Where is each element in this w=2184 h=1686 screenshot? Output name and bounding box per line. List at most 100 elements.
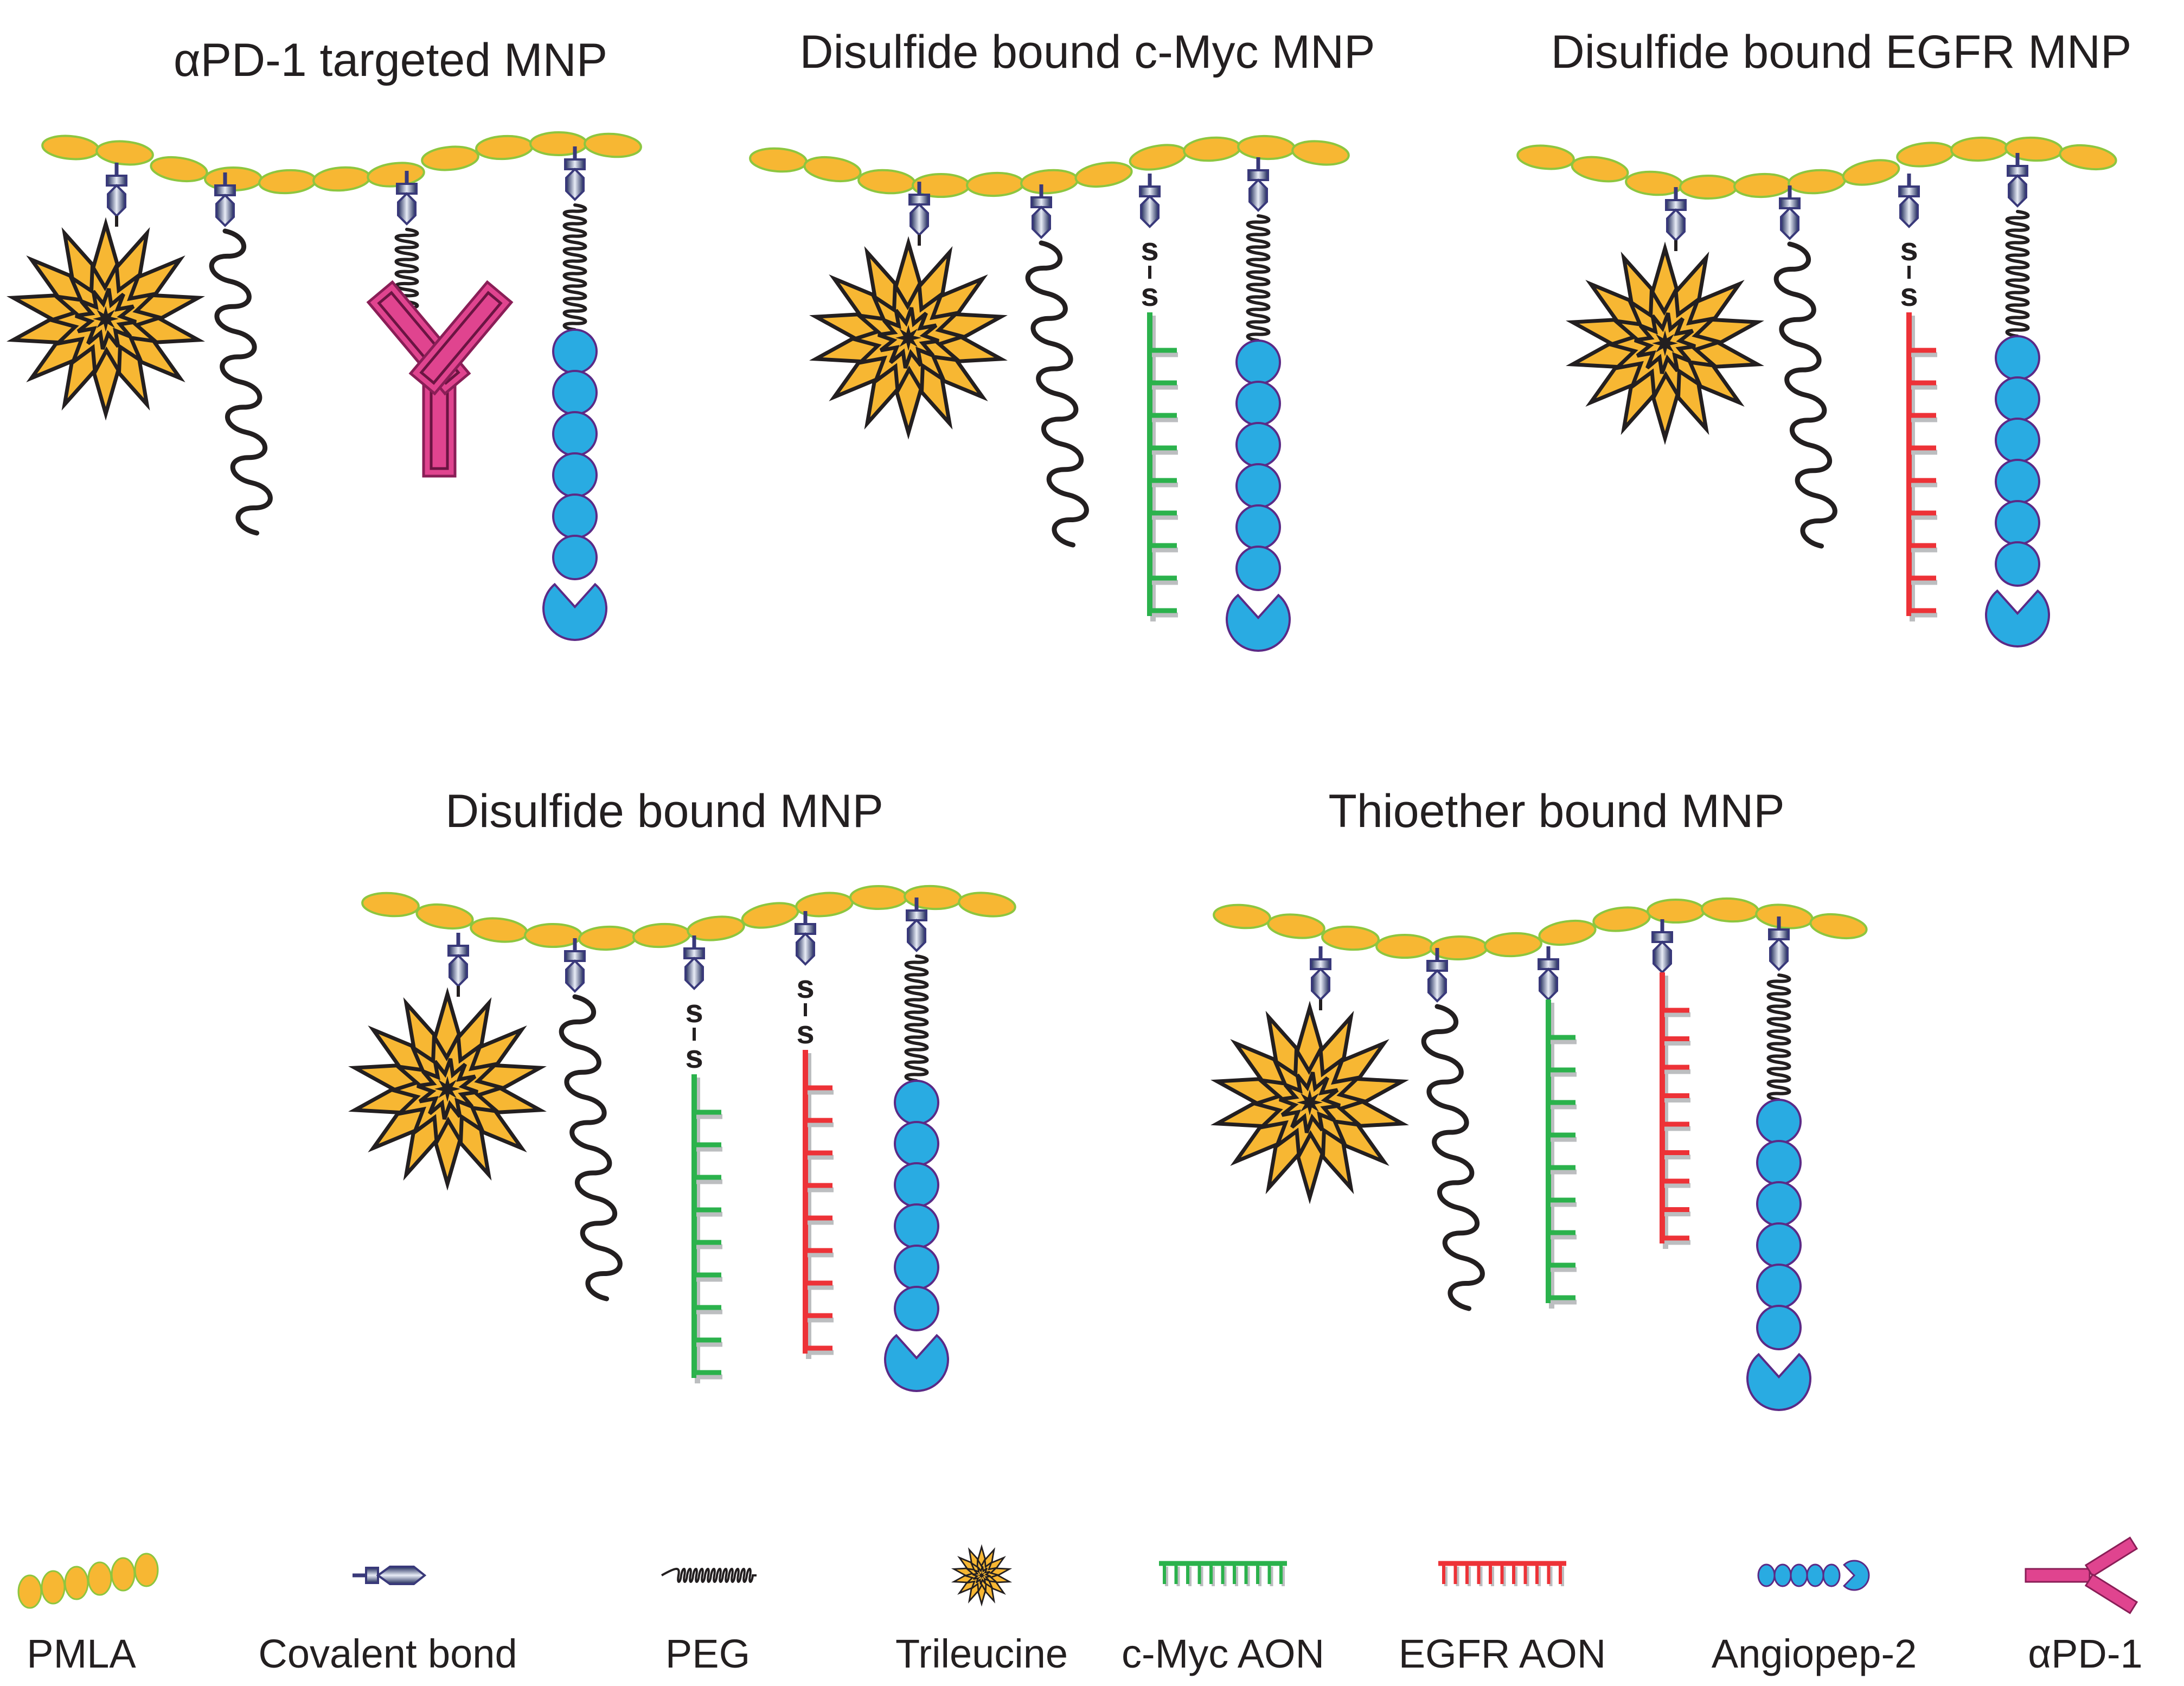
panel-title: Thioether bound MNP — [1328, 785, 1784, 837]
legend-item-apd1: αPD-1 — [2025, 1536, 2143, 1676]
legend-label-covalent: Covalent bond — [258, 1631, 517, 1676]
legend-label-trileucine: Trileucine — [895, 1631, 1068, 1676]
c-myc-aon — [1147, 312, 1178, 621]
legend-item-pmla: PMLA — [17, 1553, 159, 1676]
legend-label-pmla: PMLA — [27, 1631, 136, 1676]
panel-2: Disulfide bound c-Myc MNP ss — [749, 26, 1375, 652]
c-myc-aon — [691, 1074, 722, 1383]
legend-label-egfr: EGFR AON — [1399, 1631, 1606, 1676]
legend-item-trileucine: Trileucine — [895, 1544, 1068, 1676]
covalent-bond — [1426, 948, 1448, 1003]
legend-label-cmyc: c-Myc AON — [1122, 1631, 1324, 1676]
disulfide-s-bottom: s — [685, 1038, 703, 1075]
panel-3: Disulfide bound EGFR MNP ss — [1516, 26, 2132, 648]
trileucine-icon — [951, 1544, 1013, 1607]
apd1-antibody — [366, 280, 514, 478]
covalent-bond — [447, 933, 469, 988]
legend-item-covalent: Covalent bond — [258, 1566, 517, 1676]
cmyc-icon — [1159, 1561, 1287, 1586]
covalent-icon — [353, 1566, 427, 1585]
covalent-bond — [564, 938, 586, 993]
covalent-bond — [1665, 187, 1687, 242]
covalent-bond — [1768, 916, 1790, 971]
covalent-bond — [1651, 919, 1673, 974]
covalent-bond — [214, 172, 236, 227]
panel-1: αPD-1 targeted MNP — [7, 34, 642, 641]
peg-spacer — [1246, 214, 1271, 342]
egfr-aon — [1906, 312, 1937, 621]
legend-item-cmyc: c-Myc AON — [1122, 1561, 1324, 1676]
covalent-bond — [795, 911, 816, 966]
peg-chain — [1025, 240, 1089, 548]
covalent-bond — [106, 163, 127, 217]
covalent-bond — [683, 935, 705, 990]
pmla-backbone — [749, 134, 1350, 198]
peg-icon — [661, 1568, 757, 1583]
angiopep-2 — [884, 1080, 949, 1392]
disulfide-bond: ss — [1900, 231, 1918, 313]
covalent-bond — [564, 146, 586, 201]
panel-5: Thioether bound MNP — [1211, 785, 1868, 1411]
egfr-icon — [1438, 1561, 1566, 1586]
trileucine — [7, 217, 205, 421]
peg-spacer — [1766, 973, 1791, 1101]
egfr-aon — [803, 1050, 834, 1359]
covalent-bond — [1538, 946, 1559, 1001]
disulfide-s-top: s — [1900, 231, 1918, 267]
covalent-bond — [396, 171, 418, 226]
pmla-backbone — [361, 884, 1016, 951]
legend-label-apd1: αPD-1 — [2028, 1631, 2142, 1676]
covalent-bond — [908, 182, 930, 236]
covalent-bond — [1247, 157, 1269, 212]
disulfide-bond: ss — [685, 993, 703, 1075]
covalent-bond — [1030, 184, 1052, 239]
apd1-icon — [2025, 1536, 2138, 1614]
panel-title: Disulfide bound c-Myc MNP — [799, 26, 1375, 78]
covalent-bond — [1779, 185, 1801, 240]
panel-title: Disulfide bound EGFR MNP — [1551, 26, 2132, 78]
angiopep-2 — [1985, 335, 2050, 648]
covalent-bond — [906, 898, 927, 952]
trileucine — [348, 987, 547, 1191]
panel-title: Disulfide bound MNP — [445, 785, 883, 837]
disulfide-s-top: s — [796, 969, 814, 1005]
peg-spacer — [904, 954, 929, 1082]
covalent-bond — [2007, 153, 2028, 208]
disulfide-s-bottom: s — [1900, 277, 1918, 313]
legend-label-angiopep: Angiopep-2 — [1712, 1631, 1917, 1676]
angiopep-2 — [1746, 1099, 1811, 1411]
pmla-backbone — [41, 131, 642, 195]
trileucine — [809, 236, 1008, 440]
legend-label-peg: PEG — [665, 1631, 750, 1676]
disulfide-bond: ss — [796, 969, 814, 1050]
disulfide-s-top: s — [685, 993, 703, 1029]
covalent-bond — [1139, 174, 1161, 228]
legend-item-angiopep: Angiopep-2 — [1712, 1560, 1917, 1676]
peg-spacer — [562, 203, 587, 331]
angiopep-icon — [1757, 1560, 1870, 1591]
egfr-aon — [1660, 972, 1690, 1249]
disulfide-s-bottom: s — [796, 1014, 814, 1050]
covalent-bond — [1310, 946, 1331, 1001]
peg-chain — [1421, 1004, 1485, 1311]
angiopep-2 — [1226, 339, 1291, 652]
pmla-icon — [17, 1553, 159, 1609]
angiopep-2 — [542, 329, 607, 641]
covalent-bond — [1898, 174, 1920, 228]
c-myc-aon — [1546, 999, 1577, 1309]
peg-spacer — [2005, 210, 2030, 338]
panel-title: αPD-1 targeted MNP — [174, 34, 607, 86]
disulfide-bond: ss — [1141, 231, 1158, 313]
trileucine-glyph — [951, 1544, 1013, 1607]
disulfide-s-bottom: s — [1141, 277, 1158, 313]
trileucine — [1211, 1001, 1409, 1204]
legend-item-peg: PEG — [661, 1568, 757, 1676]
peg-chain — [209, 228, 273, 536]
trileucine — [1566, 241, 1764, 445]
legend-item-egfr: EGFR AON — [1399, 1561, 1606, 1676]
peg-chain — [559, 994, 623, 1302]
pmla-backbone — [1213, 897, 1868, 961]
